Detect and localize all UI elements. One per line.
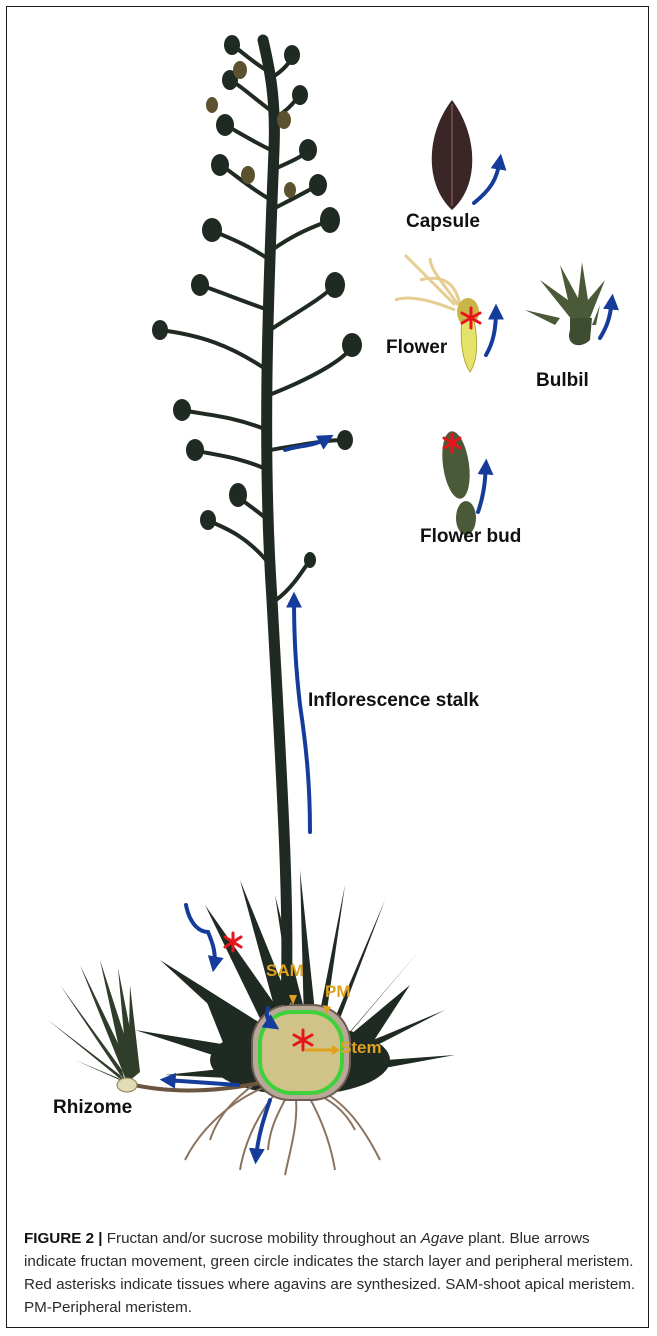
arrow-flower [486, 310, 496, 355]
arrow-rhizome [166, 1080, 238, 1085]
label-inflorescence-stalk: Inflorescence stalk [308, 690, 479, 712]
label-capsule: Capsule [406, 211, 480, 233]
branches [160, 45, 352, 600]
arrow-flower-bud [478, 465, 486, 512]
caption-italic-word: Agave [421, 1230, 464, 1247]
agave-diagram [0, 0, 657, 1180]
label-rhizome: Rhizome [53, 1097, 132, 1119]
label-pm: PM [325, 982, 351, 1002]
label-flower-bud: Flower bud [420, 526, 521, 548]
arrow-capsule [474, 160, 500, 203]
arrow-bulbil [600, 300, 612, 338]
figure-caption: FIGURE 2 | Fructan and/or sucrose mobili… [24, 1227, 636, 1319]
capsule-illustration [432, 100, 473, 210]
label-stem: Stem [340, 1038, 382, 1058]
bulbil-illustration [525, 262, 605, 345]
label-flower: Flower [386, 337, 447, 359]
caption-text-1: Fructan and/or sucrose mobility througho… [103, 1230, 421, 1247]
bud-clusters [152, 35, 362, 568]
label-sam: SAM [266, 961, 304, 981]
figure-number: FIGURE 2 | [24, 1230, 103, 1247]
label-bulbil: Bulbil [536, 370, 589, 392]
arrow-stalk [294, 598, 310, 832]
arrow-branch [285, 438, 328, 450]
